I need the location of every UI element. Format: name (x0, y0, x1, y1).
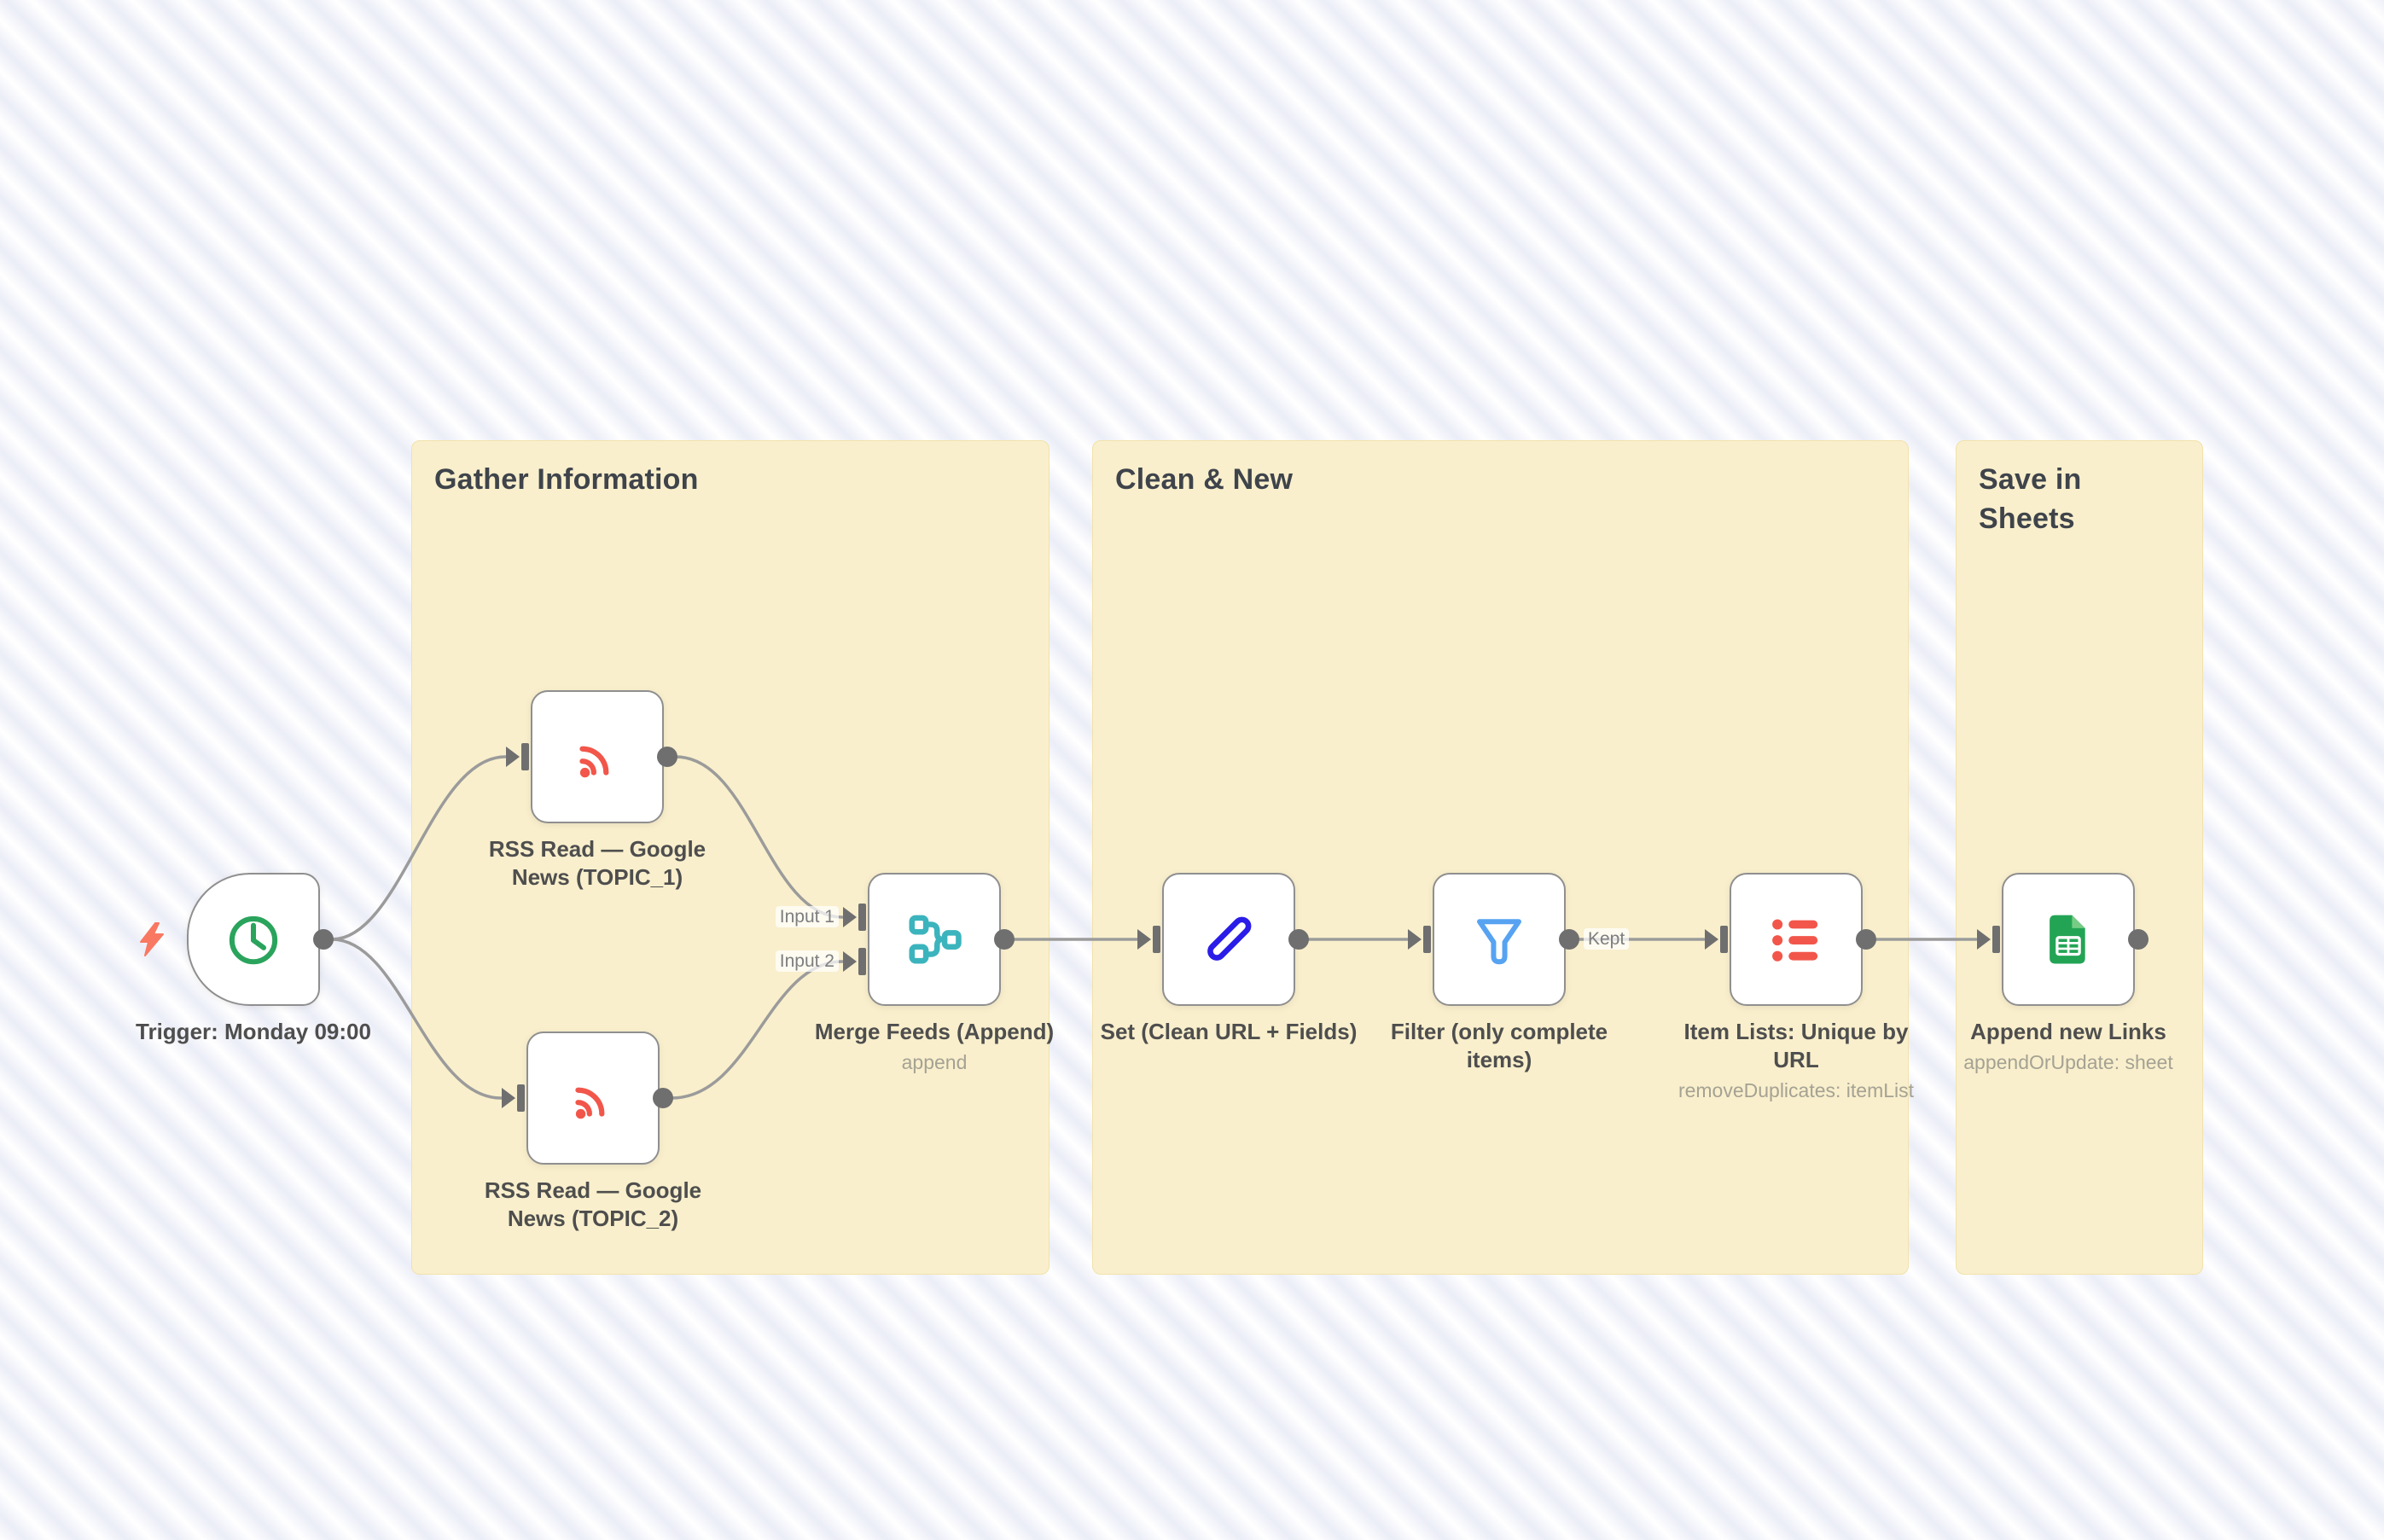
pencil-icon (1207, 916, 1252, 961)
merge-icon (909, 915, 962, 964)
funnel-icon (1477, 919, 1521, 965)
google-sheets-icon (2050, 915, 2085, 964)
group-save-in-sheets[interactable]: Save in Sheets (1956, 440, 2203, 1275)
rss-icon (579, 746, 609, 778)
node-card[interactable] (1162, 873, 1295, 1006)
node-label: RSS Read — Google News (TOPIC_1) (488, 836, 706, 890)
list-icon (1772, 919, 1818, 962)
node-card[interactable] (187, 873, 320, 1006)
node-item-lists-unique[interactable]: Item Lists: Unique by URL removeDuplicat… (1678, 873, 1914, 1101)
node-append-new-links[interactable]: Append new Links appendOrUpdate: sheet (1963, 873, 2173, 1073)
node-label: RSS Read — Google News (TOPIC_2) (484, 1177, 702, 1231)
node-filter[interactable]: Filter (only complete items) (1391, 873, 1608, 1072)
rss-icon (575, 1087, 605, 1119)
node-card[interactable] (868, 873, 1001, 1006)
group-clean-and-new[interactable]: Clean & New (1092, 440, 1909, 1275)
node-subtitle: appendOrUpdate: sheet (1963, 1051, 2173, 1073)
node-label: Item Lists: Unique by URL removeDuplicat… (1668, 1018, 1924, 1103)
node-set-clean-url[interactable]: Set (Clean URL + Fields) (1101, 873, 1357, 1044)
node-label: Set (Clean URL + Fields) (1100, 1019, 1358, 1044)
group-title: Clean & New (1115, 463, 1294, 496)
node-label: Filter (only complete items) (1390, 1019, 1608, 1072)
node-merge-feeds[interactable]: Merge Feeds (Append) append (815, 873, 1054, 1073)
node-subtitle: append (901, 1051, 968, 1073)
node-rss-topic-2[interactable]: RSS Read — Google News (TOPIC_2) (485, 1032, 701, 1231)
node-rss-topic-1[interactable]: RSS Read — Google News (TOPIC_1) (489, 690, 706, 890)
group-title: Save in Sheets (1979, 463, 2082, 535)
output-label-kept: Kept (1584, 927, 1630, 951)
input-label-2: Input 2 (721, 950, 839, 973)
node-label: Merge Feeds (Append) append (755, 1018, 1114, 1075)
input-label-1: Input 1 (721, 905, 839, 929)
node-card[interactable] (531, 690, 664, 823)
node-card[interactable] (526, 1032, 660, 1165)
clock-icon (229, 915, 278, 965)
node-label: Append new Links appendOrUpdate: sheet (1889, 1018, 2247, 1075)
group-title: Gather Information (434, 463, 699, 496)
node-subtitle: removeDuplicates: itemList (1678, 1079, 1915, 1101)
node-trigger[interactable]: Trigger: Monday 09:00 (136, 873, 371, 1044)
node-card[interactable] (1730, 873, 1863, 1006)
node-card[interactable] (1433, 873, 1566, 1006)
lightning-bolt-icon (140, 922, 164, 956)
node-label: Trigger: Monday 09:00 (136, 1019, 371, 1044)
node-card[interactable] (2002, 873, 2135, 1006)
